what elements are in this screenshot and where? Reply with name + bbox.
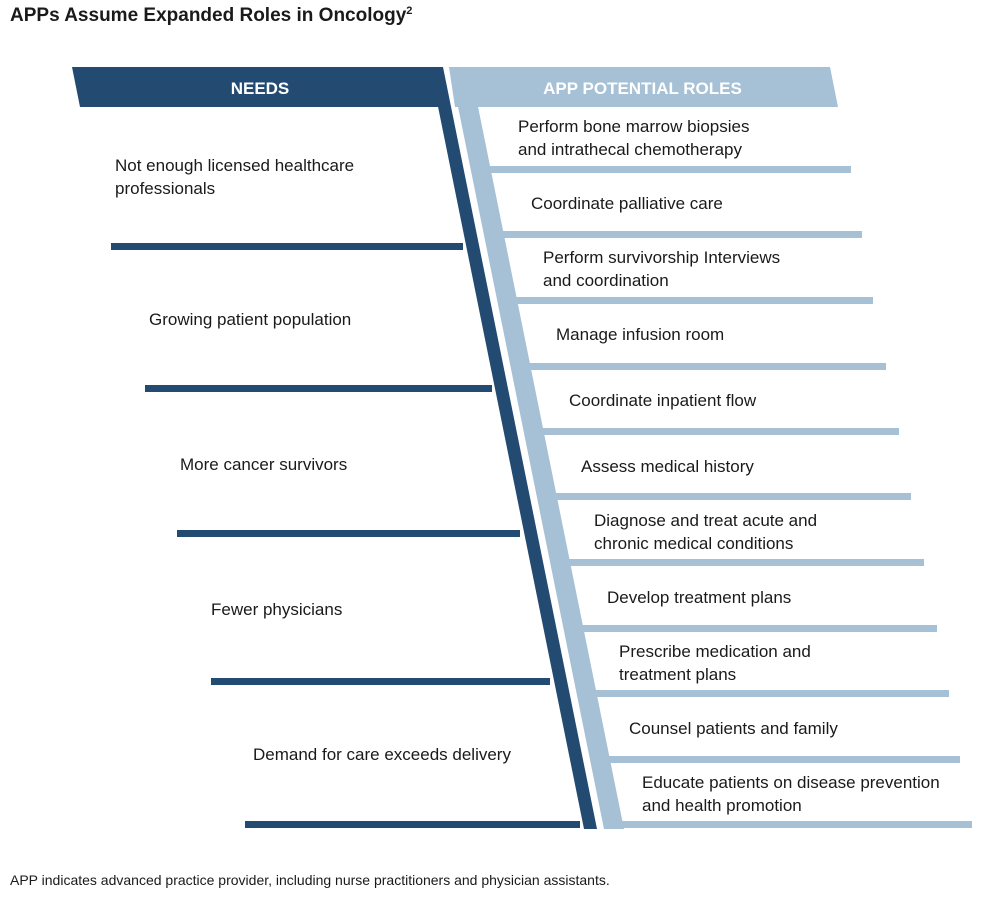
need-divider-line [245, 821, 580, 828]
role-divider-line [591, 690, 949, 697]
need-item: Demand for care exceeds delivery [253, 745, 511, 764]
role-divider-line [605, 756, 960, 763]
role-item: Diagnose and treat acute and chronic med… [594, 511, 818, 553]
role-item: Perform survivorship Interviews and coor… [543, 248, 781, 290]
need-divider-line [111, 243, 463, 250]
role-item: Coordinate palliative care [531, 194, 723, 213]
title-superscript: 2 [406, 5, 413, 17]
role-item: Perform bone marrow biopsies and intrath… [518, 117, 750, 159]
title-text: APPs Assume Expanded Roles in Oncology [10, 5, 407, 26]
role-divider-line [618, 821, 972, 828]
role-divider-line [578, 625, 937, 632]
role-divider-line [565, 559, 924, 566]
need-divider-line [145, 385, 492, 392]
role-item: Develop treatment plans [607, 588, 792, 607]
role-divider-line [498, 231, 862, 238]
need-divider-line [211, 678, 550, 685]
role-divider-line [551, 493, 911, 500]
role-item: Counsel patients and family [629, 719, 838, 738]
role-item: Prescribe medication and treatment plans [619, 642, 811, 684]
role-divider-line [511, 297, 873, 304]
role-item: Coordinate inpatient flow [569, 391, 757, 410]
needs-header-bar [72, 67, 441, 107]
roles-header-bar [449, 67, 838, 107]
needs-diagonal-spine [430, 67, 597, 829]
need-item: More cancer survivors [180, 455, 348, 474]
roles-diagonal-spine [450, 67, 624, 829]
roles-header: APP POTENTIAL ROLES [543, 79, 742, 98]
page-title: APPs Assume Expanded Roles in Oncology2 [10, 5, 412, 27]
footnote: APP indicates advanced practice provider… [10, 872, 610, 888]
need-item: Not enough licensed healthcare professio… [115, 156, 355, 198]
needs-header: NEEDS [230, 79, 290, 98]
need-item: Growing patient population [149, 310, 352, 329]
need-divider-line [177, 530, 520, 537]
role-divider-line [538, 428, 899, 435]
role-item: Educate patients on disease prevention a… [642, 773, 940, 815]
role-item: Assess medical history [581, 457, 754, 476]
role-item: Manage infusion room [556, 325, 725, 344]
role-divider-line [524, 363, 886, 370]
need-item: Fewer physicians [211, 600, 343, 619]
role-divider-line [484, 166, 851, 173]
